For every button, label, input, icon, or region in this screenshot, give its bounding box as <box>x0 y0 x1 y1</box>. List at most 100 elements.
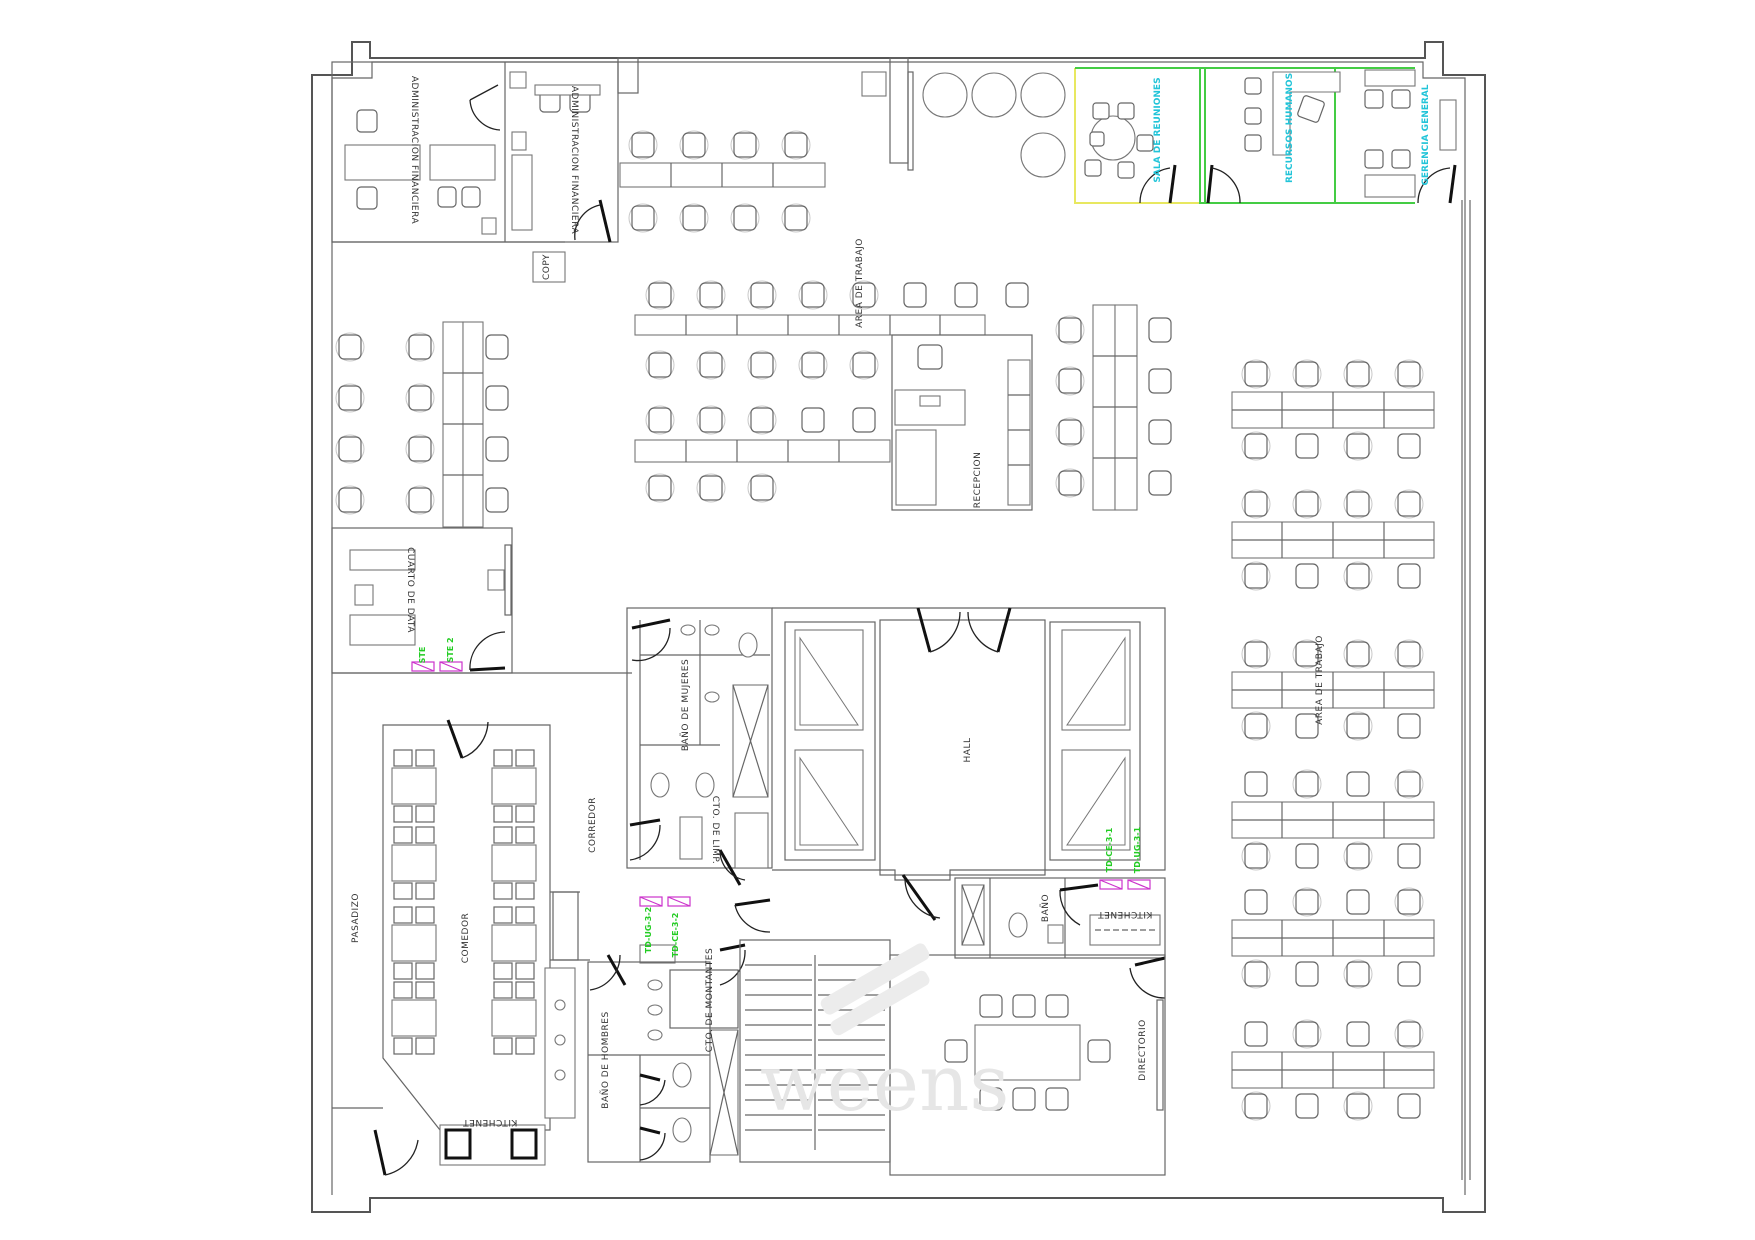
outlet-symbol <box>1055 315 1085 345</box>
office-chair <box>699 352 723 378</box>
outlet-symbol <box>1292 639 1322 669</box>
right-service-rooms <box>954 877 1166 999</box>
outlet-symbol <box>1343 489 1373 519</box>
outlet-symbol <box>628 130 658 160</box>
office-chair <box>1244 1093 1268 1119</box>
outlet-symbol <box>405 332 435 362</box>
dining-chair <box>493 906 513 924</box>
label-copy: COPY <box>542 254 552 280</box>
dining-chair <box>493 1037 513 1055</box>
label-board-room: DIRECTORIO <box>1138 1019 1148 1080</box>
office-chair <box>750 352 774 378</box>
outlet-symbol <box>1292 359 1322 389</box>
office-chair <box>648 282 672 308</box>
chairs-group <box>335 332 509 515</box>
office-chair <box>1148 419 1172 445</box>
office-chair <box>1295 843 1319 869</box>
panel-labels: STE STE 2 TD-CE-3-1 TD-UG-3-1 TD-UG-3-2 … <box>418 637 1142 957</box>
office-chair <box>1295 713 1319 739</box>
outlet-symbol <box>335 485 365 515</box>
office-chair <box>485 385 509 411</box>
office-chair <box>1148 470 1172 496</box>
office-chair <box>733 132 757 158</box>
office-chair <box>1397 1021 1421 1047</box>
office-chair <box>1295 771 1319 797</box>
outlet-symbol <box>1241 711 1271 741</box>
office-chair <box>1346 563 1370 589</box>
dining-chair <box>393 1037 413 1055</box>
office-chair <box>1244 491 1268 517</box>
outlet-symbol <box>1343 711 1373 741</box>
outlet-symbol <box>1343 431 1373 461</box>
office-chair <box>631 132 655 158</box>
office-chair <box>1295 563 1319 589</box>
office-chair <box>338 436 362 462</box>
dining-chair <box>515 981 535 999</box>
service-core <box>587 607 773 1163</box>
watermark-text: weens <box>760 1039 1009 1129</box>
label-meeting-room: SALA DE REUNIONES <box>1153 77 1163 182</box>
office-chair <box>1346 713 1370 739</box>
office-chair <box>852 352 876 378</box>
office-chair <box>1244 961 1268 987</box>
office-chair <box>1397 771 1421 797</box>
office-chair <box>699 282 723 308</box>
dining-table <box>391 767 437 805</box>
office-chair <box>733 205 757 231</box>
office-chair <box>485 487 509 513</box>
dining-chair <box>493 826 513 844</box>
outlet-symbol <box>696 280 726 310</box>
office-chair <box>631 205 655 231</box>
outlet-symbol <box>1343 561 1373 591</box>
label-tdce31: TD-CE-3-1 <box>1105 827 1114 872</box>
office-chair <box>1295 641 1319 667</box>
dining-chair <box>515 749 535 767</box>
office-chair <box>784 205 808 231</box>
outlet-symbol <box>1343 359 1373 389</box>
dining-chair <box>493 882 513 900</box>
dining-chair <box>393 826 413 844</box>
office-chair <box>1244 361 1268 387</box>
dining-table <box>491 999 537 1037</box>
office-chair <box>648 407 672 433</box>
outlet-symbol <box>1292 1019 1322 1049</box>
dining-chair <box>515 962 535 980</box>
office-chair <box>1346 1093 1370 1119</box>
workstation-cluster-left <box>332 241 565 528</box>
office-chair <box>1148 368 1172 394</box>
outlet-symbol <box>1241 841 1271 871</box>
label-work-area-top: AREA DE TRABAJO <box>855 238 865 328</box>
outlet-symbol <box>1343 1091 1373 1121</box>
dining-chair <box>393 882 413 900</box>
office-chair <box>1346 843 1370 869</box>
label-reception: RECEPCION <box>973 452 983 509</box>
office-chair <box>750 282 774 308</box>
office-chair <box>1244 713 1268 739</box>
outlet-symbol <box>645 473 675 503</box>
corridor-walls <box>332 891 590 1109</box>
dining-chair <box>515 882 535 900</box>
dining-chair <box>493 749 513 767</box>
dining-chair <box>415 749 435 767</box>
office-chair <box>801 282 825 308</box>
room-labels: ADMINISTRACION FINANCIERA ADMINISTRACION… <box>351 73 1431 1127</box>
label-women-bath: BAÑO DE MUJERES <box>680 659 691 751</box>
label-data-room: CUARTO DE DATA <box>405 547 415 633</box>
office-chair <box>852 407 876 433</box>
outlet-symbol <box>849 350 879 380</box>
outlet-symbol <box>1241 959 1271 989</box>
dining-table <box>491 924 537 962</box>
dining-table <box>391 924 437 962</box>
dining-chair <box>515 826 535 844</box>
dining-chair <box>393 906 413 924</box>
office-chair <box>1346 641 1370 667</box>
dining-table <box>391 844 437 882</box>
dining-chair <box>493 981 513 999</box>
outlet-symbol <box>696 405 726 435</box>
outlet-symbol <box>781 130 811 160</box>
office-chair <box>1058 419 1082 445</box>
outlet-symbol <box>679 130 709 160</box>
office-chair <box>1295 361 1319 387</box>
outlet-symbol <box>1241 1091 1271 1121</box>
copy-machine <box>532 251 566 283</box>
